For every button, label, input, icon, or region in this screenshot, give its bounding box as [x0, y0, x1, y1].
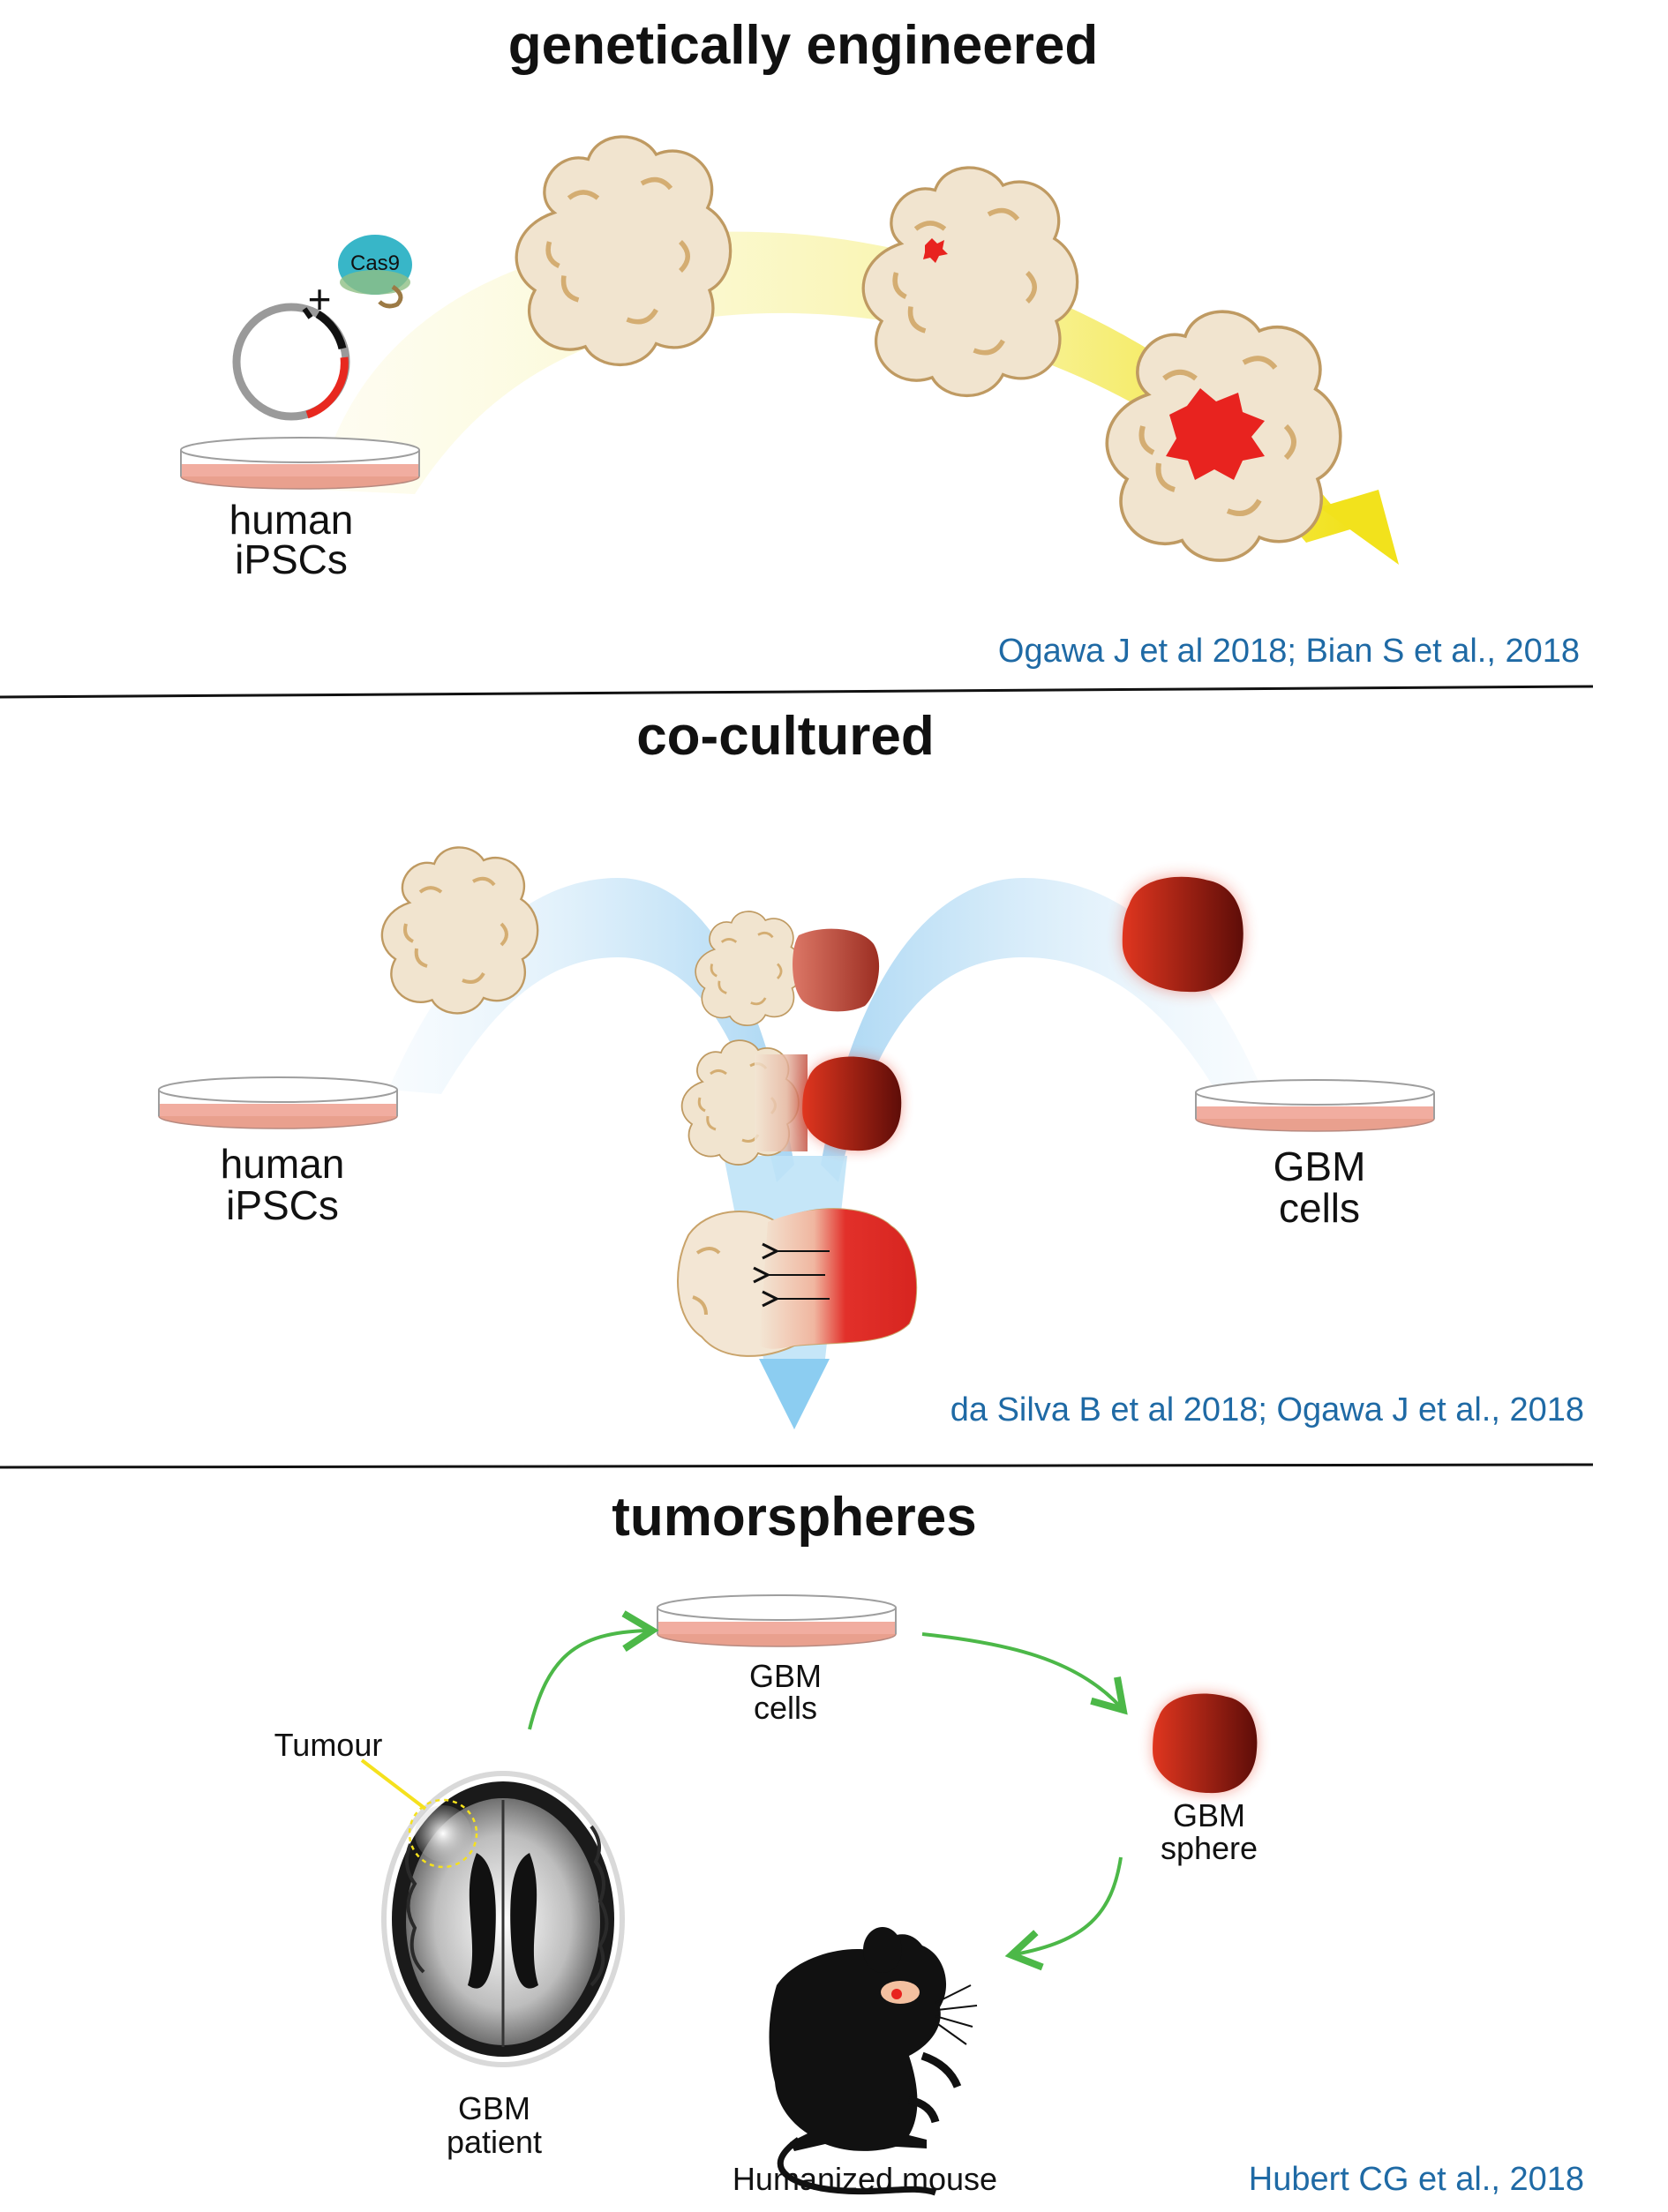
section3-reference: Hubert CG et al., 2018	[1249, 2161, 1584, 2198]
section1-title: genetically engineered	[508, 15, 1098, 76]
cas9-icon: Cas9	[338, 235, 412, 309]
divider-1	[0, 685, 1594, 699]
tumor-spot-large	[1166, 388, 1265, 480]
left-dish-label-line1: human	[221, 1141, 345, 1187]
dish-label-line1: GBM	[749, 1658, 822, 1694]
sphere-label-line1: GBM	[1173, 1797, 1245, 1833]
right-dish-label-line1: GBM	[1274, 1143, 1366, 1189]
dish-label-line1: human	[229, 497, 354, 543]
section2-title: co-cultured	[636, 706, 935, 767]
tumour-label: Tumour	[274, 1727, 383, 1763]
patient-label-line1: GBM	[458, 2090, 530, 2126]
brain-organoid-icon	[382, 847, 537, 1013]
svg-text:Cas9: Cas9	[350, 251, 400, 275]
tumour-pointer	[360, 1758, 427, 1811]
dish-label-line2: cells	[754, 1690, 817, 1726]
gbm-sphere-icon	[1153, 1694, 1257, 1794]
brain-scan-icon	[381, 1771, 625, 2067]
plus-sign: +	[308, 276, 332, 322]
section2-reference: da Silva B et al 2018; Ogawa J et al., 2…	[950, 1391, 1584, 1428]
petri-dish-icon	[1195, 1079, 1435, 1132]
left-dish-label-line2: iPSCs	[226, 1182, 339, 1228]
brain-organoid-icon	[694, 910, 804, 1027]
petri-dish-icon	[657, 1594, 897, 1647]
tumor-spot-small	[923, 238, 948, 263]
gbm-sphere-icon	[793, 928, 880, 1012]
patient-label-line2: patient	[447, 2124, 542, 2160]
sphere-label-line2: sphere	[1161, 1830, 1258, 1866]
gbm-sphere-icon	[1123, 877, 1243, 992]
arrow-sphere-to-mouse	[1004, 1856, 1123, 1971]
yellow-arrowhead	[1319, 490, 1399, 565]
arrow-dish-to-sphere	[921, 1632, 1128, 1715]
petri-dish-icon	[158, 1076, 398, 1129]
fused-organoid-icon	[677, 1208, 918, 1357]
dish-label-line2: iPSCs	[235, 536, 348, 582]
plasmid-icon	[232, 303, 350, 421]
divider-2	[0, 1463, 1594, 1469]
section1-reference: Ogawa J et al 2018; Bian S et al., 2018	[998, 633, 1580, 670]
gbm-sphere-icon	[802, 1056, 901, 1151]
blue-arrowhead	[759, 1359, 830, 1429]
brain-organoid-icon	[863, 168, 1077, 395]
petri-dish-icon	[180, 437, 420, 490]
mouse-label: Humanized mouse	[733, 2161, 997, 2197]
mouse-icon	[769, 1927, 978, 2196]
right-dish-label-line2: cells	[1279, 1185, 1360, 1231]
section3-title: tumorspheres	[612, 1487, 976, 1548]
brain-organoid-icon	[516, 137, 730, 364]
arrow-patient-to-dish	[528, 1610, 659, 1730]
